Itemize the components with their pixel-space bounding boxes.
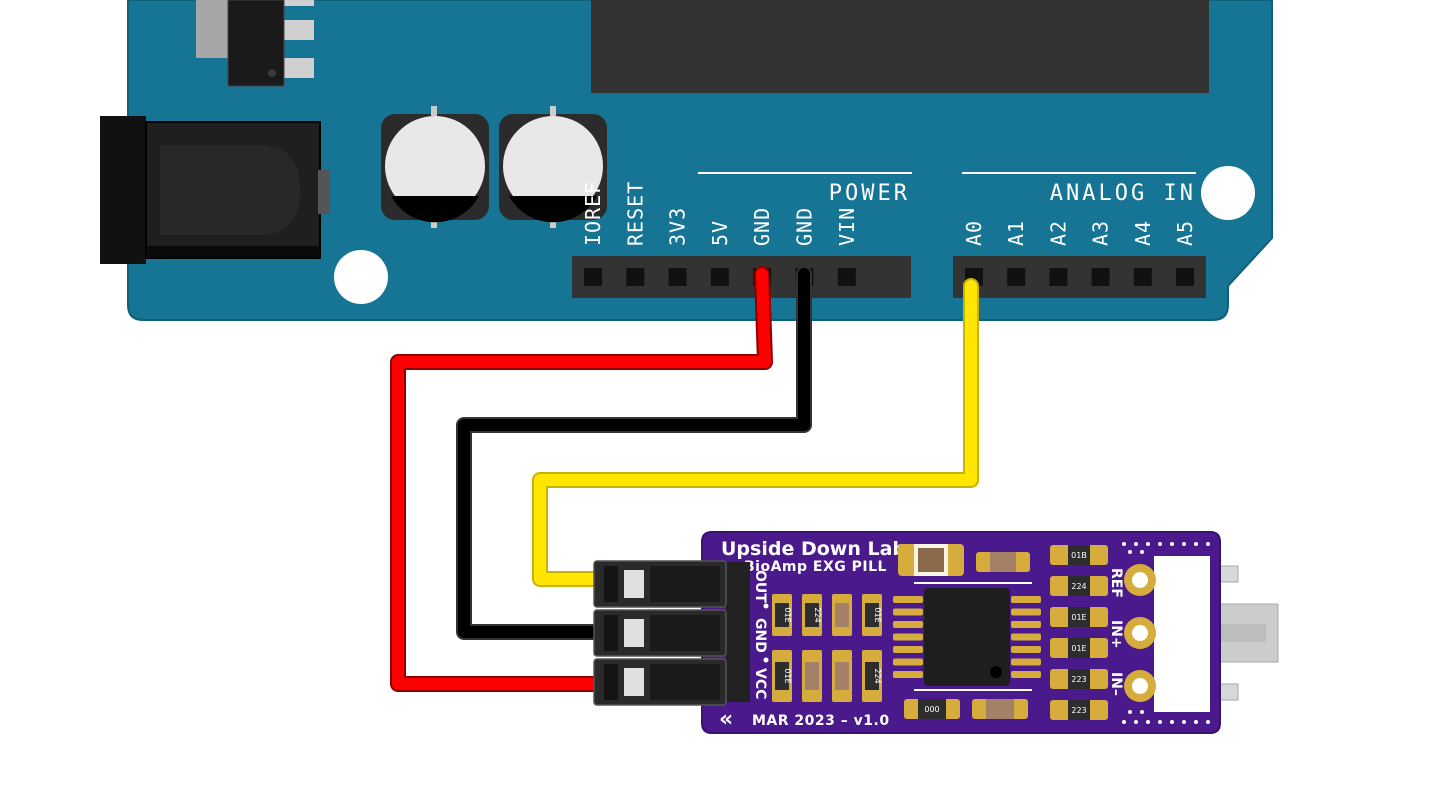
ic-lead-left [893,621,923,628]
smd-code-c2: 224 [813,607,822,622]
smd-cluster-right: 01B 224 01E 01E 223 223 [1050,545,1108,720]
module-subtitle: BioAmp EXG PILL [744,559,887,575]
smd-code-c4: 01E [783,668,792,683]
analog-section-label: ANALOG IN [1050,181,1196,206]
power-pin-label-6: VIN [835,207,859,246]
pin-label-in-minus: IN– [1108,672,1124,696]
smd-code-r2: 224 [1071,582,1086,591]
ic-lead-right [1011,596,1041,603]
analog-pin-socket-4[interactable] [1133,268,1152,286]
via-dots [763,542,1210,724]
smd-resistor-body-r5 [1068,669,1090,689]
power-pin-label-5: GND [793,207,817,246]
ic-lead-right [1011,658,1041,666]
mounting-hole-right [1201,166,1255,220]
power-pin-label-1: RESET [623,181,647,246]
module-chevrons: « [719,707,733,732]
power-section-label: POWER [829,181,910,206]
smd-code-r5: 223 [1071,675,1086,684]
smd-resistor-body-r6 [1068,700,1090,720]
power-pin-socket-3[interactable] [710,268,729,286]
analog-pin-label-1: A1 [1004,220,1028,246]
ic-lead-right [1011,633,1041,641]
smd-resistor-body-r2 [1068,576,1090,596]
smd-code-c3: 01E [873,607,882,622]
ic-lead-right [1011,646,1041,653]
smd-code-r4: 01E [1071,644,1086,653]
ic-lead-left [893,671,923,678]
wire-gnd-gnd [458,268,810,638]
ic-lead-left [893,633,923,641]
analog-pin-socket-3[interactable] [1091,268,1110,286]
analog-pin-label-0: A0 [962,220,986,246]
power-pin-label-4: GND [750,207,774,246]
ic-lead-left [893,658,923,666]
smd-resistor-body-r3 [1068,607,1090,627]
pin-label-ref: REF [1108,568,1124,598]
smd-cluster-left: 01E 224 01E 01E 224 [772,594,882,702]
bioamp-module: Upside Down Labs BioAmp EXG PILL « MAR 2… [593,531,1279,734]
power-pin-socket-1[interactable] [626,268,645,286]
capacitor-2 [499,106,607,228]
smd-code-c5: 224 [873,668,882,683]
power-header [572,256,911,298]
dc-barrel-jack [100,116,330,264]
smd-code-r3: 01E [1071,613,1086,622]
ic-lead-right [1011,621,1041,628]
ic-lead-left [893,596,923,603]
ic-lead-right [1011,608,1041,616]
ic-lead-left [893,608,923,616]
top-components: 000 [898,544,1030,719]
smd-resistor-body-r4 [1068,638,1090,658]
analog-pin-label-5: A5 [1173,220,1197,246]
pin-label-vcc: VCC [752,668,768,699]
module-title: Upside Down Labs [721,538,917,560]
pin-label-out: OUT [752,570,768,603]
module-version: MAR 2023 – v1.0 [752,713,890,729]
analog-header [953,256,1206,298]
wire-5v-vcc [392,268,771,690]
ic-chip [893,582,1041,691]
ic-lead-left [893,646,923,653]
module-header-connectors [593,560,750,706]
smd-code-r6: 223 [1071,706,1086,715]
ic-lead-right [1011,671,1041,678]
voltage-regulator [196,0,314,87]
power-pin-socket-2[interactable] [668,268,687,286]
analog-pin-label-3: A3 [1089,220,1113,246]
capacitor-1 [381,106,489,228]
analog-pin-label-4: A4 [1131,220,1155,246]
pin-label-in-plus: IN+ [1108,620,1124,649]
analog-pin-socket-2[interactable] [1049,268,1068,286]
smd-code-c1: 01E [783,607,792,622]
mounting-hole-left [334,250,388,304]
digital-header [591,0,1209,93]
analog-pin-socket-5[interactable] [1176,268,1194,286]
power-pin-label-2: 3V3 [666,207,690,246]
power-pin-socket-6[interactable] [837,268,856,286]
smd-code-r7: 000 [924,705,939,714]
power-pin-label-0: IOREF [581,181,605,246]
pin-label-gnd: GND [752,618,768,653]
wire-a0-out [534,280,977,585]
wires [390,266,979,692]
jst-pads [1124,564,1156,702]
smd-resistor-body-r1 [1068,545,1090,565]
power-pin-socket-0[interactable] [584,268,602,286]
analog-pin-label-2: A2 [1046,220,1070,246]
smd-code-r1: 01B [1071,551,1087,560]
analog-pin-row: A0 A1 A2 A3 A4 A5 [962,220,1197,286]
power-pin-label-3: 5V [708,220,732,246]
arduino-board: POWER ANALOG IN IOREF RESET 3V3 5V GND GND VIN… [100,0,1273,321]
analog-pin-socket-1[interactable] [1007,268,1026,286]
